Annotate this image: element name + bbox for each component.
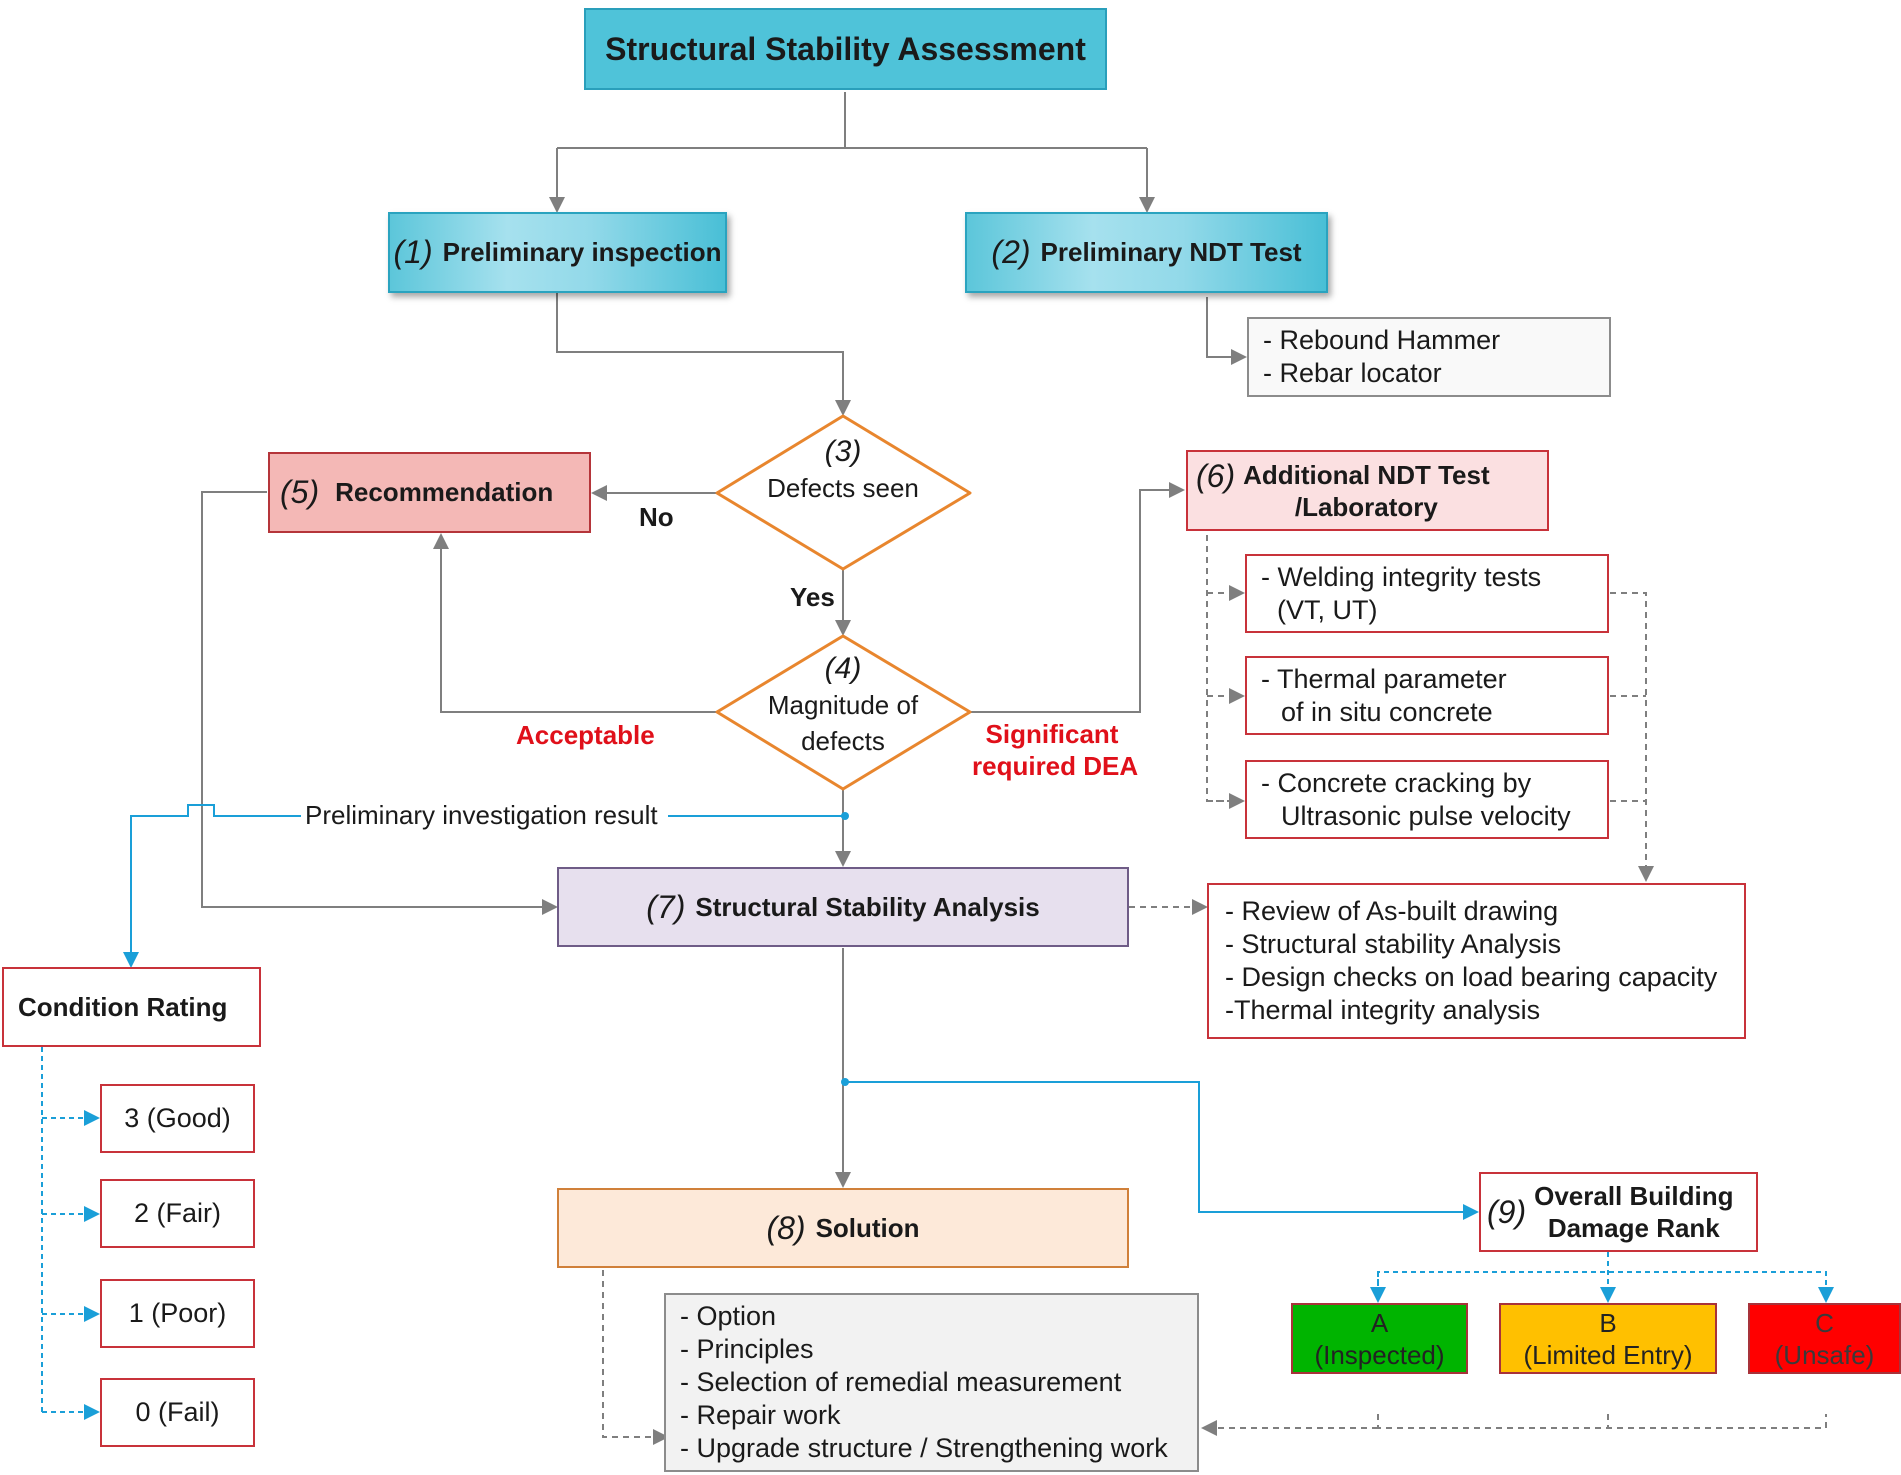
node-4-label-line2: defects [801, 726, 885, 756]
node-3-text: (3) Defects seen [740, 434, 946, 506]
node-8-label: Solution [815, 1212, 920, 1243]
item-line2: Ultrasonic pulse velocity [1281, 800, 1571, 831]
list-item: - Structural stability Analysis [1225, 929, 1562, 959]
list-item: - Upgrade structure / Strengthening work [680, 1433, 1168, 1463]
list-item: - Repair work [680, 1400, 841, 1430]
node-8-solution: (8) Solution [557, 1188, 1129, 1268]
rating-level: 1 (Poor) [100, 1279, 255, 1348]
node-2-number: (2) [991, 234, 1031, 270]
node-7-structural-stability-analysis: (7) Structural Stability Analysis [557, 867, 1129, 947]
rating-label: 1 (Poor) [128, 1298, 227, 1328]
decision-diamond-3 [715, 414, 972, 571]
node-3-label: Defects seen [767, 473, 919, 503]
rank-desc: (Inspected) [1314, 1339, 1445, 1370]
node-6-label-line2: /Laboratory [1294, 491, 1438, 522]
node-7-analysis-list: - Review of As-built drawing - Structura… [1207, 883, 1746, 1039]
node-9-number: (9) [1487, 1193, 1527, 1230]
item-line2: of in situ concrete [1281, 696, 1493, 727]
node-5-recommendation: (5) Recommendation [268, 452, 591, 533]
list-item: - Rebar locator [1263, 358, 1442, 388]
rank-letter: B [1599, 1307, 1617, 1338]
damage-rank-c: C (Unsafe) [1748, 1303, 1901, 1374]
rating-label: 0 (Fail) [135, 1397, 220, 1427]
rating-label: 2 (Fair) [134, 1198, 221, 1228]
node-8-number: (8) [766, 1209, 806, 1246]
list-item: - Principles [680, 1334, 814, 1364]
rating-label: 3 (Good) [124, 1103, 231, 1133]
node-4-number: (4) [824, 652, 862, 685]
rank-desc: (Unsafe) [1774, 1339, 1875, 1370]
item-line1: - Concrete cracking by [1261, 767, 1532, 798]
edge-label-no: No [639, 502, 674, 532]
title-text: Structural Stability Assessment [605, 30, 1086, 67]
damage-rank-b: B (Limited Entry) [1499, 1303, 1717, 1374]
node-4-text: (4) Magnitude of defects [740, 651, 946, 759]
node-7-label: Structural Stability Analysis [695, 891, 1040, 922]
rank-desc: (Limited Entry) [1523, 1339, 1693, 1370]
condition-rating-box: Condition Rating [2, 967, 261, 1047]
item-line1: - Thermal parameter [1261, 663, 1507, 694]
rating-level: 0 (Fail) [100, 1378, 255, 1447]
list-item: - Design checks on load bearing capacity [1225, 962, 1718, 992]
title-box: Structural Stability Assessment [584, 8, 1107, 90]
edge-label-preliminary-result: Preliminary investigation result [301, 800, 662, 831]
list-item: - Review of As-built drawing [1225, 896, 1559, 926]
node-9-label-line2: Damage Rank [1547, 1213, 1720, 1243]
rating-level: 2 (Fair) [100, 1179, 255, 1248]
node-5-number: (5) [280, 474, 320, 510]
node-1-label: Preliminary inspection [442, 237, 722, 267]
node-1-preliminary-inspection: (1) Preliminary inspection [388, 212, 727, 293]
rating-level: 3 (Good) [100, 1084, 255, 1153]
node-6-test-item: - Welding integrity tests (VT, UT) [1245, 554, 1609, 633]
list-item: - Option [680, 1301, 777, 1331]
node-1-number: (1) [393, 234, 433, 270]
node-3-number: (3) [824, 435, 862, 468]
edge-label-yes: Yes [790, 582, 835, 612]
list-item: -Thermal integrity analysis [1225, 995, 1541, 1025]
node-6-additional-ndt-test: (6) Additional NDT Test /Laboratory [1186, 450, 1549, 531]
node-5-label: Recommendation [335, 477, 554, 507]
node-6-number: (6) [1196, 458, 1236, 494]
node-9-label-line1: Overall Building [1534, 1181, 1734, 1211]
damage-rank-a: A (Inspected) [1291, 1303, 1468, 1374]
node-8-solution-list: - Option - Principles - Selection of rem… [664, 1293, 1199, 1472]
edge-label-acceptable: Acceptable [516, 720, 655, 750]
list-item: - Selection of remedial measurement [680, 1367, 1122, 1397]
item-line2: (VT, UT) [1277, 594, 1378, 625]
decision-diamond-4 [715, 634, 972, 791]
node-6-label-line1: Additional NDT Test [1243, 459, 1490, 490]
rank-letter: C [1815, 1307, 1834, 1338]
node-2-preliminary-ndt-test: (2) Preliminary NDT Test [965, 212, 1328, 293]
edge-label-significant: Significant required DEA [972, 718, 1139, 782]
condition-rating-title: Condition Rating [18, 991, 228, 1022]
item-line1: - Welding integrity tests [1261, 561, 1542, 592]
node-2-label: Preliminary NDT Test [1040, 237, 1302, 267]
edge-label-significant-line1: Significant [985, 719, 1119, 749]
node-2-test-list: - Rebound Hammer - Rebar locator [1247, 317, 1611, 397]
node-7-number: (7) [646, 888, 686, 925]
node-6-test-item: - Concrete cracking by Ultrasonic pulse … [1245, 760, 1609, 839]
rank-letter: A [1370, 1307, 1389, 1338]
node-6-test-item: - Thermal parameter of in situ concrete [1245, 656, 1609, 735]
list-item: - Rebound Hammer [1263, 325, 1501, 355]
edge-label-significant-line2: required DEA [972, 751, 1139, 781]
node-9-damage-rank: (9) Overall Building Damage Rank [1479, 1172, 1758, 1252]
node-4-label-line1: Magnitude of [767, 690, 919, 720]
